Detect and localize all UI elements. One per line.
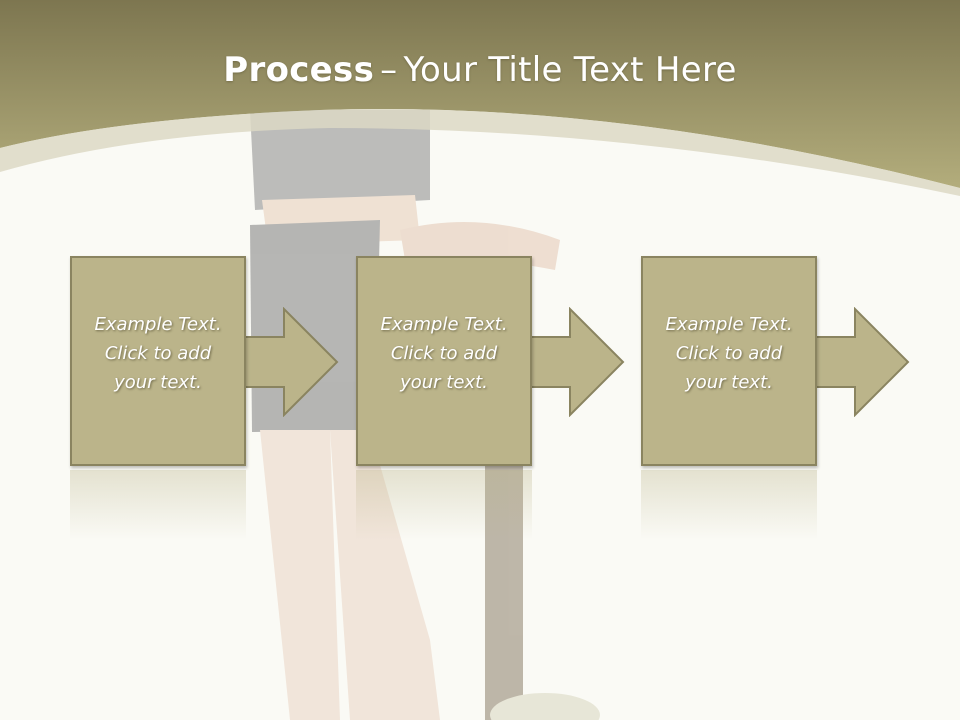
step-3-reflection [641, 470, 817, 540]
step-2-box[interactable]: Example Text. Click to add your text. [356, 256, 532, 466]
header-band [0, 0, 960, 188]
title-bold: Process [223, 50, 375, 90]
title-rest: Your Title Text Here [403, 50, 737, 90]
step-3-line-2: Click to add [675, 343, 783, 364]
step-2-line-2: Click to add [390, 343, 498, 364]
step-3-box[interactable]: Example Text. Click to add your text. [641, 256, 817, 466]
step-1-line-2: Click to add [104, 343, 212, 364]
step-1-reflection [70, 470, 246, 540]
step-3-arrow-icon [815, 307, 910, 417]
step-2-line-1: Example Text. [380, 314, 508, 335]
step-1-text[interactable]: Example Text. Click to add your text. [72, 310, 244, 397]
step-3-line-1: Example Text. [665, 314, 793, 335]
step-2-arrow-icon [530, 307, 625, 417]
step-1-arrow-icon [244, 307, 339, 417]
step-1-line-1: Example Text. [94, 314, 222, 335]
step-1-box[interactable]: Example Text. Click to add your text. [70, 256, 246, 466]
header-swoosh [0, 108, 960, 196]
title-dash: – [380, 50, 398, 90]
slide-title[interactable]: Process–Your Title Text Here [0, 50, 960, 90]
step-2-text[interactable]: Example Text. Click to add your text. [358, 310, 530, 397]
step-1-line-3: your text. [114, 372, 202, 393]
step-3-text[interactable]: Example Text. Click to add your text. [643, 310, 815, 397]
step-2-line-3: your text. [400, 372, 488, 393]
step-3-line-3: your text. [685, 372, 773, 393]
step-2-reflection [356, 470, 532, 540]
